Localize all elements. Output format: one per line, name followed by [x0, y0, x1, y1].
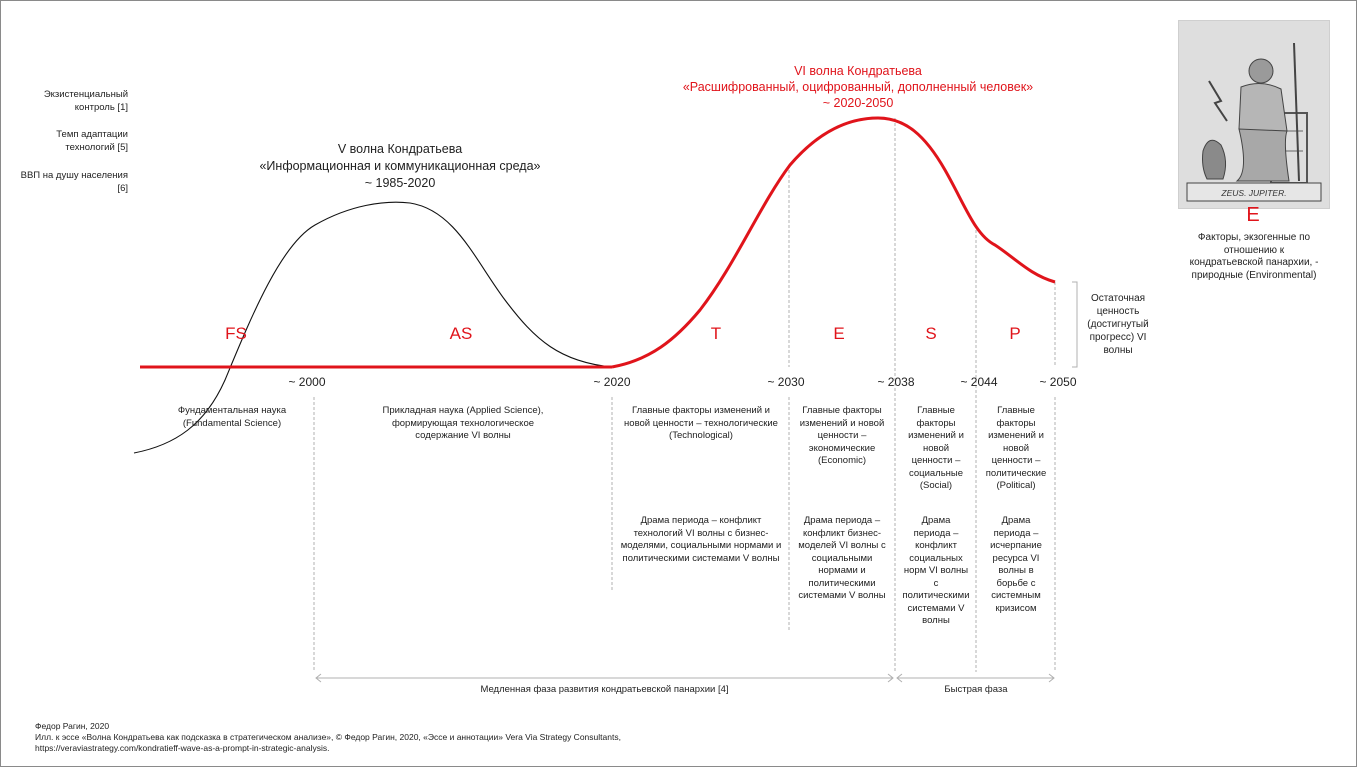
phase-p: P: [1009, 324, 1021, 343]
zeus-caption: ZEUS. JUPITER.: [1220, 188, 1286, 198]
drama-t: Драма периода – конфликт технологий VI в…: [620, 515, 782, 564]
phase-e: E: [833, 324, 845, 343]
phase-as: AS: [449, 324, 473, 343]
tick-2050: ~ 2050: [1039, 375, 1077, 389]
footer-url: https://veraviastrategy.com/kondratieff-…: [35, 743, 330, 753]
wave6-title-line1: VI волна Кондратьева: [794, 64, 922, 78]
tick-2044: ~ 2044: [960, 375, 998, 389]
zeus-figure-icon: ZEUS. JUPITER.: [1179, 21, 1329, 208]
drama-e: Драма периода – конфликт бизнес-моделей …: [798, 515, 886, 601]
desc-fs: Фундаментальная наука (Fundamental Scien…: [177, 405, 287, 429]
footer: Федор Рагин, 2020 Илл. к эссе «Волна Кон…: [35, 721, 621, 754]
desc-t: Главные факторы изменений и новой ценнос…: [624, 405, 778, 441]
wave5-title: V волна Кондратьева «Информационная и ко…: [210, 141, 590, 192]
wave6-title: VI волна Кондратьева «Расшифрованный, оц…: [648, 63, 1068, 111]
tick-2000: ~ 2000: [288, 375, 326, 389]
wave5-title-line2: «Информационная и коммуникационная среда…: [259, 159, 541, 173]
footer-citation: Илл. к эссе «Волна Кондратьева как подск…: [35, 732, 621, 742]
phase-s: S: [925, 324, 937, 343]
residual-value-label: Остаточная ценность (достигнутый прогрес…: [1087, 293, 1149, 356]
slow-phase-label: Медленная фаза развития кондратьевской п…: [480, 684, 729, 695]
desc-p: Главные факторы изменений и новой ценнос…: [985, 405, 1047, 491]
environmental-letter: E: [1246, 204, 1260, 226]
drama-p: Драма периода – исчерпание ресурса VI во…: [990, 515, 1042, 614]
zeus-image: ZEUS. JUPITER.: [1178, 20, 1330, 209]
residual-bracket: [1072, 281, 1078, 368]
desc-s: Главные факторы изменений и новой ценнос…: [908, 405, 964, 491]
wave5-title-line1: V волна Кондратьева: [337, 142, 463, 156]
fast-phase-label: Быстрая фаза: [944, 684, 1008, 695]
left-label-adoption: Темп адаптации технологий [5]: [56, 129, 128, 153]
drama-s: Драма периода – конфликт социальных норм…: [902, 515, 970, 626]
wave6-title-line3: ~ 2020-2050: [822, 96, 894, 110]
tick-2020: ~ 2020: [593, 375, 631, 389]
left-label-existential: Экзистенциальный контроль [1]: [43, 89, 128, 113]
wave6-title-line2: «Расшифрованный, оцифрованный, дополненн…: [682, 80, 1034, 94]
wave6-curve: [611, 116, 1056, 369]
desc-as: Прикладная наука (Applied Science), форм…: [382, 405, 544, 441]
wave5-curve: [133, 201, 613, 454]
tick-2038: ~ 2038: [877, 375, 915, 389]
wave5-title-line3: ~ 1985-2020: [364, 176, 436, 190]
left-label-gdp: ВВП на душу населения [6]: [20, 170, 128, 194]
footer-author: Федор Рагин, 2020: [35, 721, 110, 731]
desc-e: Главные факторы изменений и новой ценнос…: [799, 405, 885, 466]
phase-t: T: [710, 324, 722, 343]
environmental-description: Факторы, экзогенные по отношению к кондр…: [1189, 232, 1319, 281]
tick-2030: ~ 2030: [767, 375, 805, 389]
phase-fs: FS: [225, 324, 247, 343]
